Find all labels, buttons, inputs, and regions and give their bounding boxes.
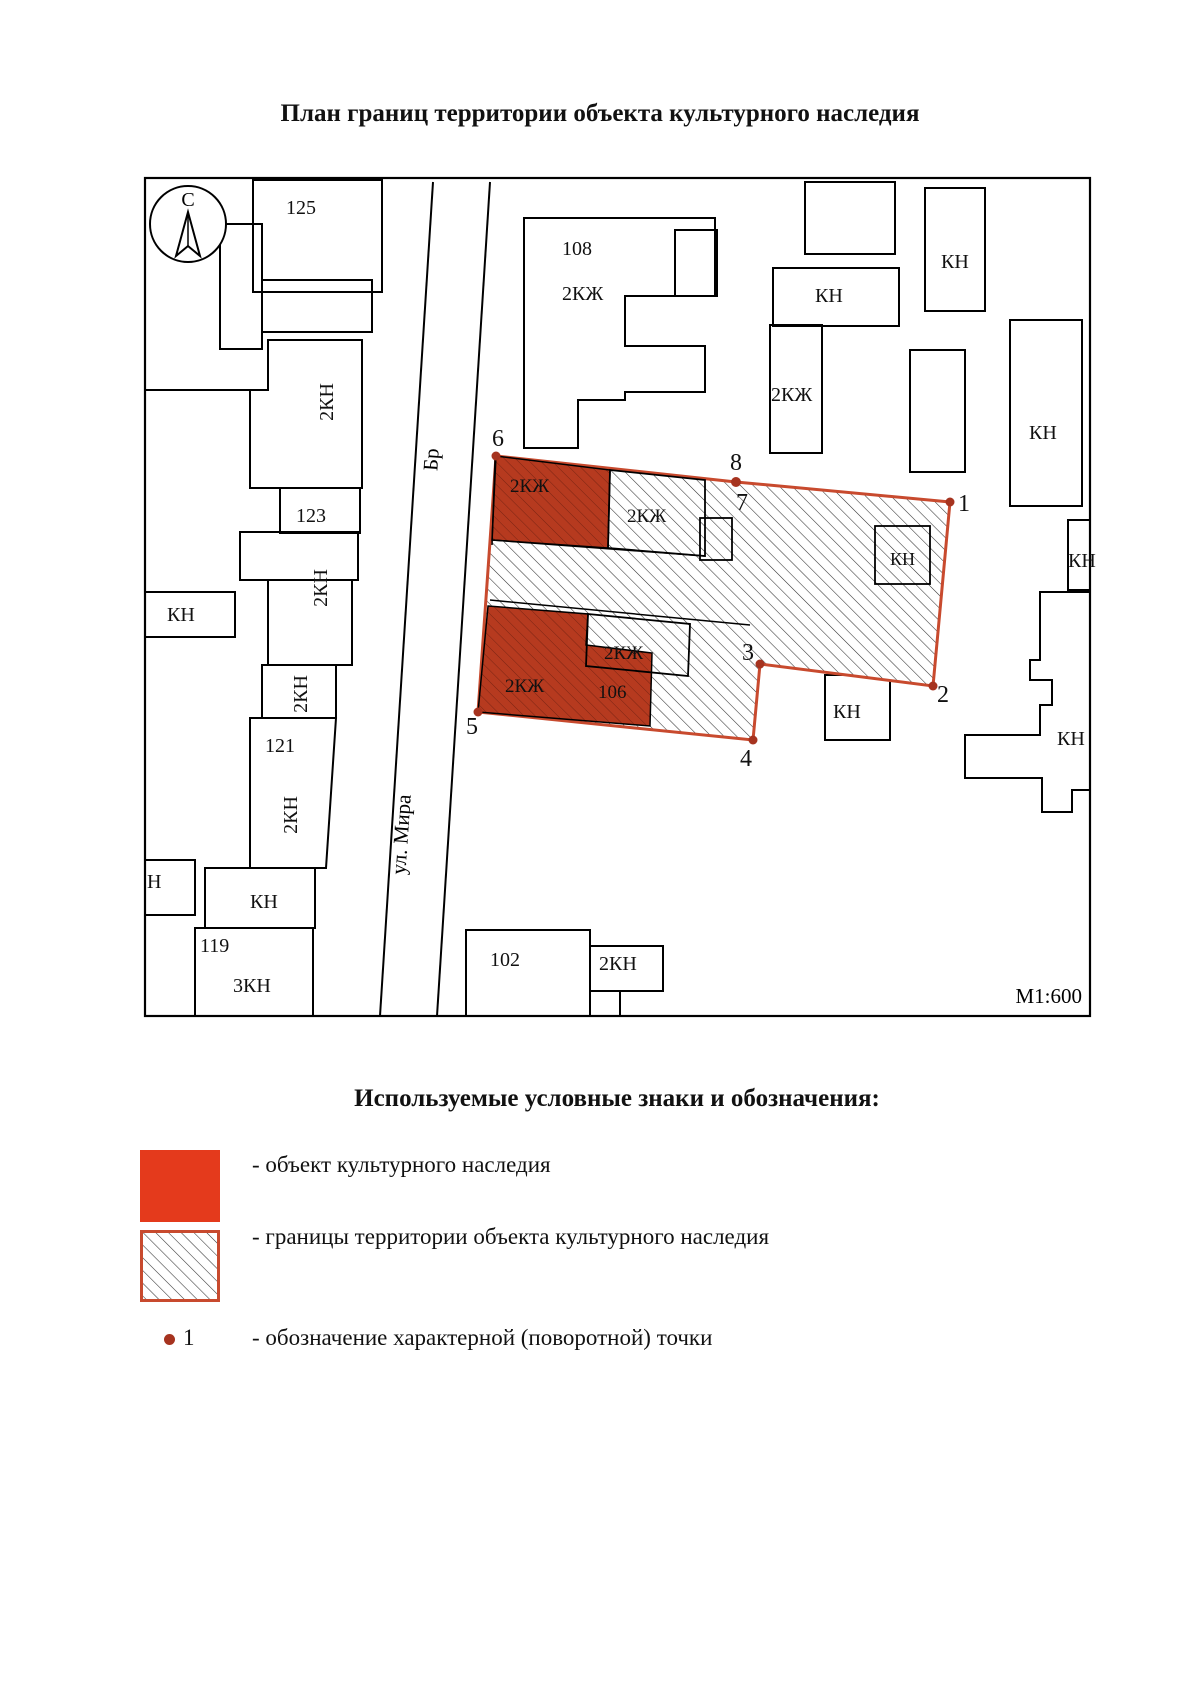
building-label: Н: [147, 871, 161, 893]
building-label: 2КН: [280, 796, 302, 834]
building: [219, 223, 263, 350]
building: [909, 349, 966, 473]
building-kn: [1067, 519, 1090, 591]
building: [239, 531, 359, 581]
building-label: 2КЖ: [604, 643, 644, 664]
heritage-object: [491, 455, 611, 549]
boundary-point-2: [928, 681, 938, 691]
boundary-point-6: [491, 451, 501, 461]
point-symbol-label: 1: [183, 1325, 195, 1350]
point-dot-icon: [164, 1334, 175, 1346]
building: [589, 990, 621, 1016]
building-108: [523, 217, 716, 449]
boundary-point-label: 4: [740, 746, 752, 772]
building-2kzh: [585, 613, 691, 677]
building-label: КН: [1057, 728, 1085, 750]
building-kn: [145, 591, 236, 638]
building-label: 102: [490, 949, 520, 971]
boundary-point-label: 7: [736, 490, 748, 516]
building-label: 108: [562, 238, 592, 260]
building-label: КН: [1068, 550, 1096, 572]
building-119: [194, 927, 314, 1016]
street-label-top: Бр: [418, 447, 444, 471]
building-label: КН: [1029, 422, 1057, 444]
building: [674, 229, 718, 297]
building: [699, 517, 733, 561]
boundary-point-label: 6: [492, 426, 504, 452]
building-label: КН: [250, 891, 278, 913]
building-label: 2КН: [290, 675, 312, 713]
building-label: 2КЖ: [510, 476, 550, 497]
boundary-point-4: [748, 735, 758, 745]
street-edge: [436, 181, 491, 1016]
building-2kzh: [769, 324, 823, 454]
building-label: КН: [990, 259, 1018, 281]
building-2kn: [589, 945, 664, 992]
building-kn: [772, 267, 900, 327]
building-label: 125: [286, 197, 316, 219]
building-kn: [964, 591, 1090, 813]
building-label: КН: [815, 285, 843, 307]
heritage-object-swatch: [140, 1150, 220, 1222]
building-label: 3КН: [233, 975, 271, 997]
building-edge: [491, 459, 496, 546]
building-label: 123: [296, 505, 326, 527]
legend-title: Используемые условные знаки и обозначени…: [354, 1085, 880, 1112]
building-label: 2КН: [310, 569, 332, 607]
boundary-point-label: 1: [958, 491, 970, 517]
building-102: [465, 929, 591, 1016]
building-edge: [491, 539, 706, 557]
map-frame: [143, 176, 1092, 1018]
page-title: План границ территории объекта культурно…: [280, 100, 920, 127]
boundary-point-label: 3: [742, 640, 754, 666]
building: [261, 279, 373, 333]
building-label: КН: [167, 604, 195, 626]
legend-item-label: - обозначение характерной (поворотной) т…: [252, 1325, 713, 1350]
building-label: 2КЖ: [562, 283, 603, 305]
boundary-point-8: [731, 477, 741, 487]
point-symbol: 1: [164, 1325, 195, 1351]
building-label: 121: [265, 735, 295, 757]
north-arrow-icon: С: [149, 185, 227, 263]
boundary-point-5: [473, 707, 483, 717]
building-edge: [489, 599, 751, 626]
boundary-point-label: 5: [466, 714, 478, 740]
building-label: КН: [941, 251, 969, 273]
building-kn: [874, 525, 931, 585]
site-plan-map: С ул. Мира Бр 125 2КН 123 2КН КН 2КН 121…: [143, 176, 1096, 1018]
building-n: [145, 859, 196, 916]
building-label: 2КЖ: [771, 384, 812, 406]
north-label: С: [181, 189, 194, 211]
building-label: 119: [200, 935, 229, 957]
street-label: ул. Мира: [386, 793, 416, 875]
territory-boundary-swatch: [140, 1230, 220, 1302]
boundary-point-label: 2: [937, 682, 949, 708]
boundary-point-label: 8: [730, 450, 742, 476]
building-label: 2КН: [599, 953, 637, 975]
building-2kn-large: [145, 339, 363, 489]
legend-item-label: - границы территории объекта культурного…: [252, 1224, 770, 1249]
building-label: 2КЖ: [505, 676, 545, 697]
street-edge: [379, 181, 434, 1016]
building-label: 2КЖ: [627, 506, 667, 527]
building-kn: [1009, 319, 1083, 507]
legend-item-label: - объект культурного наследия: [252, 1152, 551, 1177]
building-kn: [924, 187, 986, 312]
building-label: 2КН: [316, 383, 338, 421]
map-scale: М1:600: [1015, 984, 1082, 1008]
building: [804, 181, 896, 255]
boundary-point-3: [755, 659, 765, 669]
building-125: [252, 179, 383, 293]
building-label: КН: [833, 701, 861, 723]
building-label: КН: [890, 549, 915, 569]
boundary-point-1: [945, 497, 955, 507]
building-label: 106: [598, 682, 627, 703]
